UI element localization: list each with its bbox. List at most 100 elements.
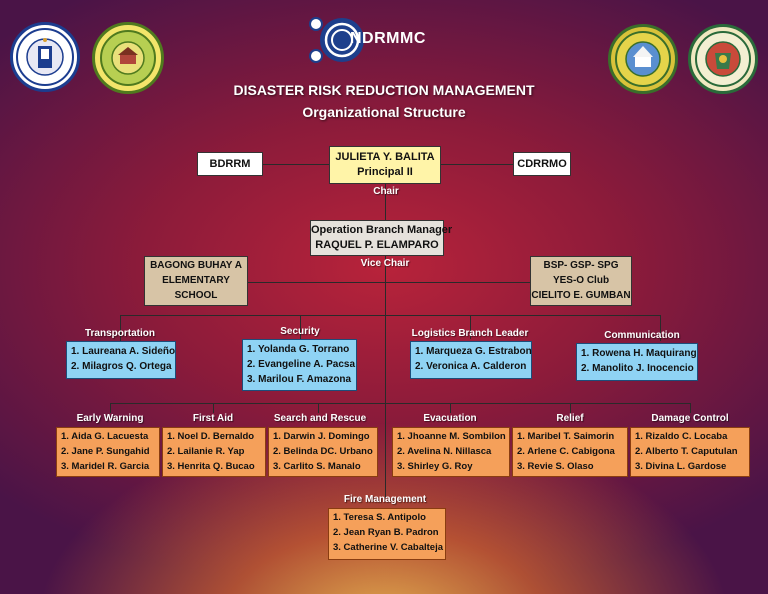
member-name: 3. Divina L. Gardose <box>635 461 727 472</box>
member-name: 1. Maribel T. Saimorin <box>517 431 615 442</box>
cdrrmo-box: CDRRMO <box>513 152 571 176</box>
member-name: 3. Henrita Q. Bucao <box>167 461 255 472</box>
member-name: 2. Lailanie R. Yap <box>167 446 245 457</box>
member-name: 1. Noel D. Bernaldo <box>167 431 255 442</box>
connector-line <box>690 403 691 413</box>
team-box-fire-management: 1. Teresa S. Antipolo 2. Jean Ryan B. Pa… <box>328 508 446 560</box>
member-name: 1. Rowena H. Maquirang <box>581 348 697 359</box>
ndrmmc-logo-icon <box>309 17 364 63</box>
deped-seal <box>10 22 80 92</box>
member-name: 1. Rizaldo C. Locaba <box>635 431 728 442</box>
city-seal-icon <box>695 31 751 87</box>
team-box-early-warning: 1. Aida G. Lacuesta 2. Jane P. Sungahid … <box>56 427 160 477</box>
connector-line <box>213 403 214 413</box>
team-title-relief: Relief <box>556 413 584 424</box>
connector-line <box>263 164 329 165</box>
chair-name: JULIETA Y. BALITA <box>335 151 435 163</box>
member-name: 3. Revie S. Olaso <box>517 461 594 472</box>
member-name: 1. Marqueza G. Estrabon <box>415 346 532 357</box>
member-name: 3. Shirley G. Roy <box>397 461 473 472</box>
ndrmmc-logo: NDRMMC <box>306 12 466 68</box>
connector-line <box>120 315 660 316</box>
team-title-first-aid: First Aid <box>192 413 234 424</box>
branch-title-transportation: Transportation <box>84 328 155 339</box>
team-box-evacuation: 1. Jhoanne M. Sombilon 2. Avelina N. Nil… <box>392 427 510 477</box>
member-name: 3. Carlito S. Manalo <box>273 461 361 472</box>
org-line: CIELITO E. GUMBAN <box>531 290 631 301</box>
member-name: 2. Alberto T. Caputulan <box>635 446 738 457</box>
member-name: 2. Manolito J. Inocencio <box>581 363 694 374</box>
vice-chair-label: Vice Chair <box>360 258 410 269</box>
ndrmmc-logo-text: NDRMMC <box>350 30 426 47</box>
branch-box-transportation: 1. Laureana A. Sideño 2. Milagros Q. Ort… <box>66 341 176 379</box>
connector-line <box>110 403 690 404</box>
member-name: 2. Jane P. Sungahid <box>61 446 150 457</box>
connector-line <box>248 282 530 283</box>
connector-line <box>318 403 319 413</box>
team-title-damage-control: Damage Control <box>651 413 729 424</box>
branch-box-communication: 1. Rowena H. Maquirang 2. Manolito J. In… <box>576 343 698 381</box>
chair-box: JULIETA Y. BALITA Principal II <box>329 146 441 184</box>
connector-line <box>385 184 386 220</box>
school-seal-icon <box>100 30 156 86</box>
chair-position: Principal II <box>357 166 413 178</box>
member-name: 2. Avelina N. Nillasca <box>397 446 492 457</box>
org-line: BSP- GSP- SPG <box>543 260 619 271</box>
team-box-first-aid: 1. Noel D. Bernaldo 2. Lailanie R. Yap 3… <box>162 427 266 477</box>
member-name: 1. Darwin J. Domingo <box>273 431 370 442</box>
school-line: BAGONG BUHAY A <box>150 260 242 271</box>
operation-name: RAQUEL P. ELAMPARO <box>315 239 439 251</box>
branch-title-logistics: Logistics Branch Leader <box>411 328 529 339</box>
deped-seal-icon <box>16 28 74 86</box>
org-line: YES-O Club <box>552 275 610 286</box>
connector-line <box>570 403 571 413</box>
page-subtitle: Organizational Structure <box>302 104 466 120</box>
team-title-search-rescue: Search and Rescue <box>273 413 367 424</box>
member-name: 1. Yolanda G. Torrano <box>247 344 350 355</box>
team-box-relief: 1. Maribel T. Saimorin 2. Arlene C. Cabi… <box>512 427 628 477</box>
bdrrm-box: BDRRM <box>197 152 263 176</box>
team-title-early-warning: Early Warning <box>76 413 144 424</box>
member-name: 2. Jean Ryan B. Padron <box>333 527 439 538</box>
division-seal-icon <box>615 31 671 87</box>
connector-line <box>120 315 121 341</box>
division-seal <box>608 24 678 94</box>
branch-title-communication: Communication <box>604 330 680 341</box>
branch-box-logistics: 1. Marqueza G. Estrabon 2. Veronica A. C… <box>410 341 532 379</box>
team-title-fire-management: Fire Management <box>343 494 427 505</box>
org-box: BSP- GSP- SPG YES-O Club CIELITO E. GUMB… <box>530 256 632 306</box>
branch-title-security: Security <box>280 326 320 337</box>
member-name: 2. Milagros Q. Ortega <box>71 361 172 372</box>
school-line: SCHOOL <box>174 290 218 301</box>
member-name: 1. Jhoanne M. Sombilon <box>397 431 506 442</box>
member-name: 2. Belinda DC. Urbano <box>273 446 373 457</box>
connector-line <box>385 256 386 498</box>
branch-box-security: 1. Yolanda G. Torrano 2. Evangeline A. P… <box>242 339 357 391</box>
operation-role: Operation Branch Manager <box>311 224 453 236</box>
school-box: BAGONG BUHAY A ELEMENTARY SCHOOL <box>144 256 248 306</box>
operation-manager-box: Operation Branch Manager RAQUEL P. ELAMP… <box>310 220 453 256</box>
connector-line <box>110 403 111 413</box>
team-title-evacuation: Evacuation <box>423 413 477 424</box>
connector-line <box>450 403 451 413</box>
member-name: 3. Marilou F. Amazona <box>247 374 352 385</box>
member-name: 2. Evangeline A. Pacsa <box>247 359 356 370</box>
member-name: 1. Laureana A. Sideño <box>71 346 176 357</box>
member-name: 1. Teresa S. Antipolo <box>333 512 426 523</box>
connector-line <box>300 315 301 339</box>
member-name: 2. Arlene C. Cabigona <box>517 446 615 457</box>
city-seal <box>688 24 758 94</box>
team-box-damage-control: 1. Rizaldo C. Locaba 2. Alberto T. Caput… <box>630 427 750 477</box>
connector-line <box>470 315 471 339</box>
team-box-search-rescue: 1. Darwin J. Domingo 2. Belinda DC. Urba… <box>268 427 378 477</box>
connector-line <box>441 164 513 165</box>
school-line: ELEMENTARY <box>162 275 230 286</box>
chair-label: Chair <box>373 186 399 197</box>
member-name: 2. Veronica A. Calderon <box>415 361 527 372</box>
member-name: 3. Catherine V. Cabalteja <box>333 542 444 553</box>
member-name: 1. Aida G. Lacuesta <box>61 431 149 442</box>
page-title: DISASTER RISK REDUCTION MANAGEMENT <box>233 82 535 98</box>
member-name: 3. Maridel R. Garcia <box>61 461 150 472</box>
connector-line <box>660 315 661 341</box>
